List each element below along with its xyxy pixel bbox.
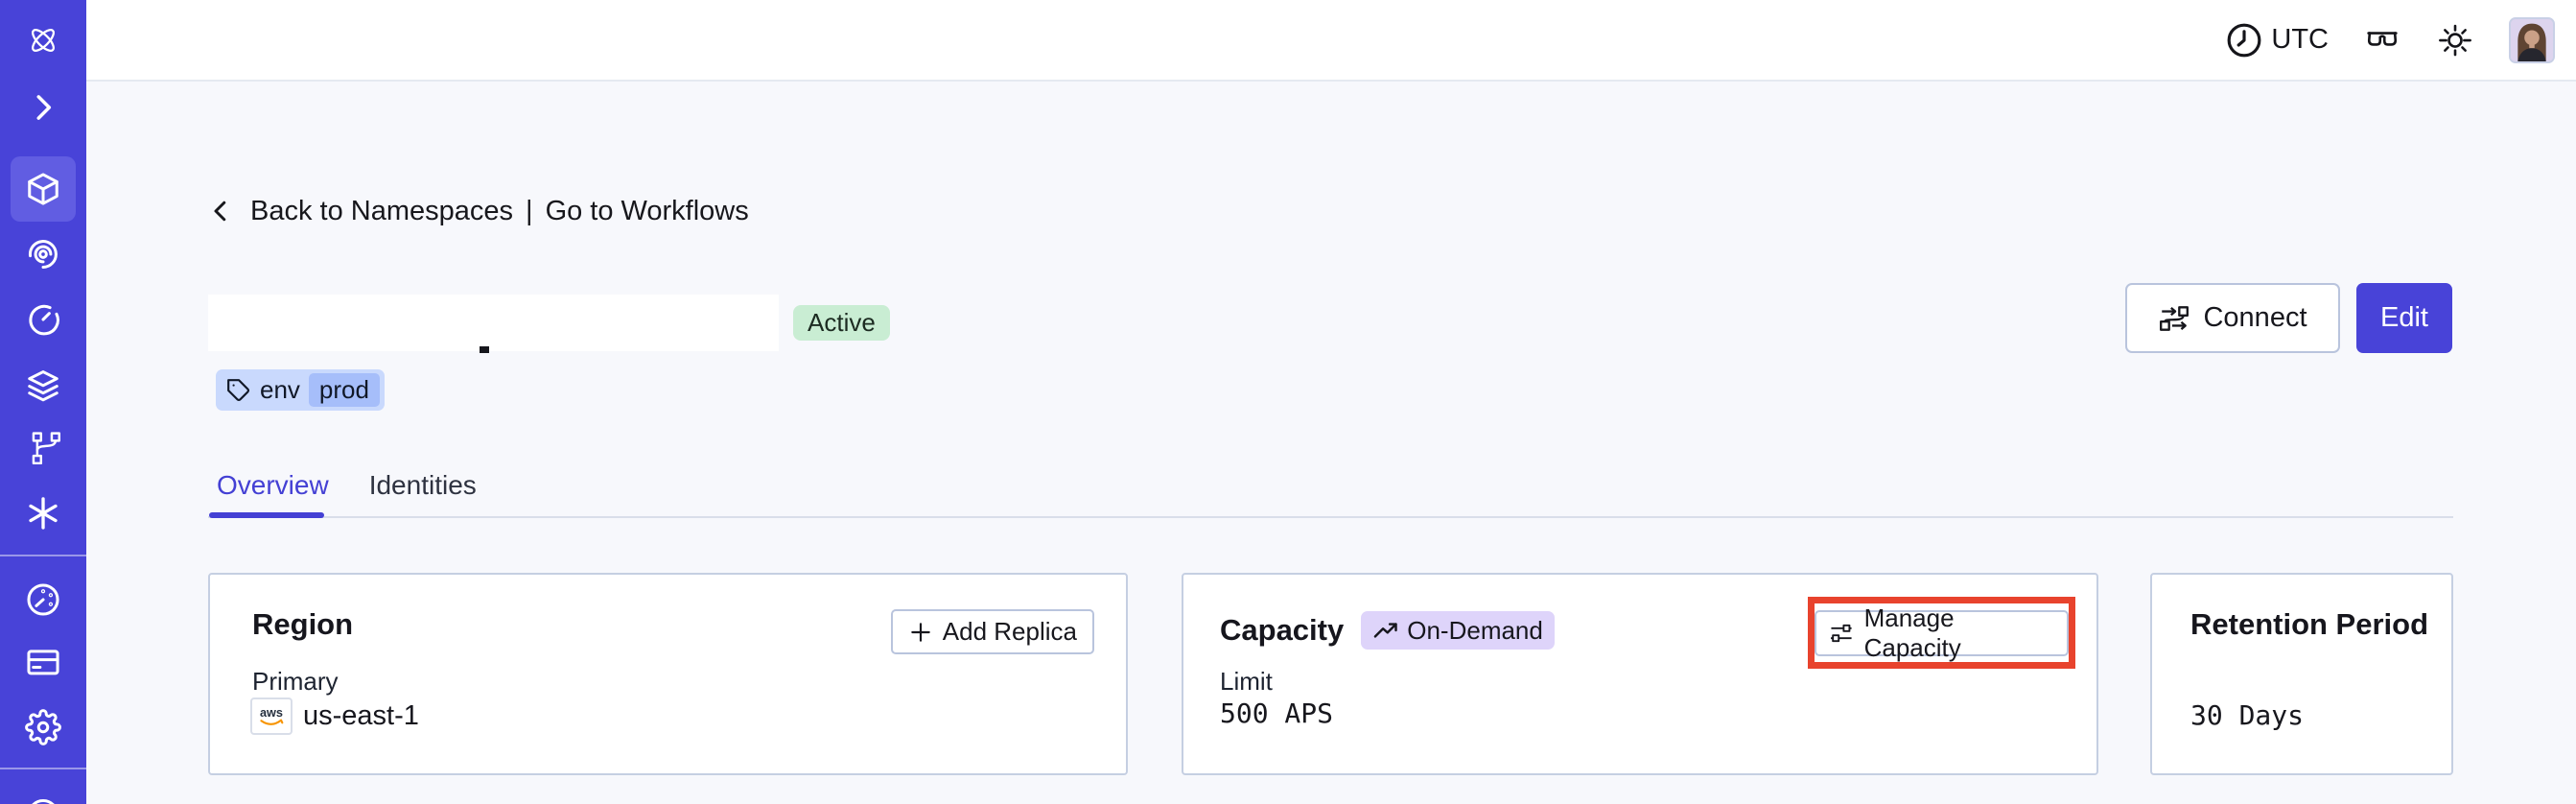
- chevron-right-icon: [36, 95, 52, 120]
- sidebar-item-bottom-partial[interactable]: [16, 787, 70, 804]
- layers-icon: [28, 370, 59, 402]
- sidebar-item-schedules[interactable]: [16, 293, 70, 346]
- sidebar-item-deployments[interactable]: [16, 358, 70, 412]
- sidebar-item-workflows[interactable]: [16, 227, 70, 281]
- timezone-label: UTC: [2271, 24, 2329, 55]
- manage-capacity-button[interactable]: Manage Capacity: [1815, 603, 2069, 662]
- region-primary-label: Primary: [252, 667, 339, 696]
- retention-card-title: Retention Period: [2190, 607, 2429, 641]
- capacity-title-row: Capacity On-Demand: [1220, 611, 1555, 650]
- avatar-image: [2511, 18, 2553, 61]
- tab-overview[interactable]: Overview: [217, 470, 329, 500]
- svg-text:aws: aws: [260, 706, 283, 720]
- globe-partial-icon: [32, 799, 55, 804]
- user-avatar[interactable]: [2509, 16, 2555, 63]
- connect-icon: [2160, 305, 2190, 331]
- tag-key: env: [260, 375, 300, 404]
- expand-sidebar-button[interactable]: [16, 81, 70, 134]
- sliders-icon: [1831, 624, 1852, 642]
- sidebar-item-namespaces[interactable]: [11, 156, 76, 222]
- connect-button[interactable]: Connect: [2125, 283, 2340, 353]
- tag-icon: [227, 378, 250, 401]
- sidebar-item-usage[interactable]: [16, 573, 70, 627]
- asterisk-icon: [29, 497, 58, 530]
- branch-icon: [32, 432, 60, 464]
- side-nav: [0, 0, 86, 804]
- edit-label: Edit: [2380, 302, 2428, 333]
- region-value-row: aws us-east-1: [250, 698, 419, 735]
- namespace-name-redacted: [208, 295, 779, 351]
- tab-identities[interactable]: Identities: [368, 470, 477, 500]
- aws-logo: aws: [250, 698, 293, 735]
- region-card: Region Add Replica Primary aws us-east-1: [208, 573, 1128, 775]
- gauge-icon: [27, 583, 59, 616]
- active-tab-underline: [209, 512, 324, 518]
- status-badge: Active: [793, 305, 890, 341]
- region-card-title: Region: [252, 607, 354, 641]
- on-demand-badge: On-Demand: [1361, 611, 1555, 650]
- trending-up-icon: [1373, 623, 1397, 638]
- connect-label: Connect: [2203, 302, 2307, 333]
- credit-card-icon: [27, 650, 59, 675]
- sidebar-item-billing[interactable]: [16, 635, 70, 689]
- gear-icon: [25, 709, 61, 745]
- capacity-limit-label: Limit: [1220, 667, 1273, 696]
- breadcrumb[interactable]: Back to Namespaces | Go to Workflows: [206, 190, 749, 232]
- sidebar-item-batch-operations[interactable]: [16, 419, 70, 473]
- namespace-tag: env prod: [216, 369, 385, 411]
- region-value: us-east-1: [303, 700, 419, 731]
- temporal-logo[interactable]: [16, 13, 70, 67]
- breadcrumb-back-link[interactable]: Back to Namespaces: [250, 195, 514, 226]
- timer-icon: [29, 304, 59, 336]
- clock-icon: [2227, 23, 2261, 57]
- breadcrumb-workflows-link[interactable]: Go to Workflows: [545, 195, 749, 226]
- tag-value: prod: [308, 373, 380, 407]
- chevron-left-icon: [214, 201, 226, 222]
- sidebar-item-nexus[interactable]: [16, 486, 70, 540]
- add-replica-button[interactable]: Add Replica: [890, 609, 1094, 654]
- glasses-icon[interactable]: [2363, 21, 2401, 59]
- cube-icon: [28, 173, 59, 205]
- retention-card: Retention Period 30 Days: [2150, 573, 2453, 775]
- tab-bar: Overview Identities: [217, 470, 477, 501]
- highlight-annotation-box: Manage Capacity: [1808, 597, 2075, 669]
- sidebar-item-settings[interactable]: [16, 700, 70, 754]
- retention-value: 30 Days: [2190, 699, 2305, 731]
- breadcrumb-separator: |: [526, 195, 533, 226]
- tab-divider: [208, 516, 2453, 518]
- capacity-card: Capacity On-Demand Manage Capacity Limit…: [1182, 573, 2098, 775]
- spiral-icon: [29, 240, 58, 269]
- capacity-value: 500 APS: [1220, 698, 1334, 729]
- edit-button[interactable]: Edit: [2356, 283, 2452, 353]
- sidebar-divider: [0, 768, 86, 769]
- namespace-name-remnant: [480, 346, 489, 353]
- sun-icon[interactable]: [2436, 21, 2474, 59]
- timezone-selector[interactable]: UTC: [2225, 21, 2329, 59]
- top-bar: UTC: [86, 0, 2576, 82]
- capacity-card-title: Capacity: [1220, 613, 1345, 647]
- sidebar-divider: [0, 555, 86, 556]
- plus-icon: [911, 622, 930, 642]
